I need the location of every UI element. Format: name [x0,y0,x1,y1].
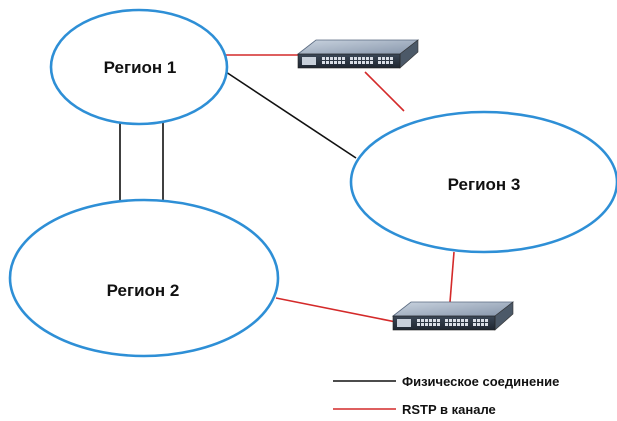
region-2-label: Регион 2 [107,281,180,300]
region-3-outline [349,110,617,254]
region-1: Регион 1 [49,8,229,126]
rstp-link-r2-switch2 [275,297,397,323]
region-2-outline [8,198,280,358]
network-switch-icon [391,301,515,331]
rstp-link-r3-switch2 [449,251,455,303]
links [119,54,455,323]
rstp-link-switch1-r3 [364,71,405,112]
region-3-label: Регион 3 [448,175,521,194]
region-1-outline [49,8,229,126]
legend-rstp-label: RSTP в канале [402,402,496,417]
legend-physical-label: Физическое соединение [402,374,559,389]
legend: Физическое соединение RSTP в канале [333,374,559,417]
region-2: Регион 2 [8,198,280,358]
physical-link-r1-r3 [225,71,357,159]
network-switch-icon [296,39,420,69]
region-1-label: Регион 1 [104,58,177,77]
region-3: Регион 3 [349,110,617,254]
